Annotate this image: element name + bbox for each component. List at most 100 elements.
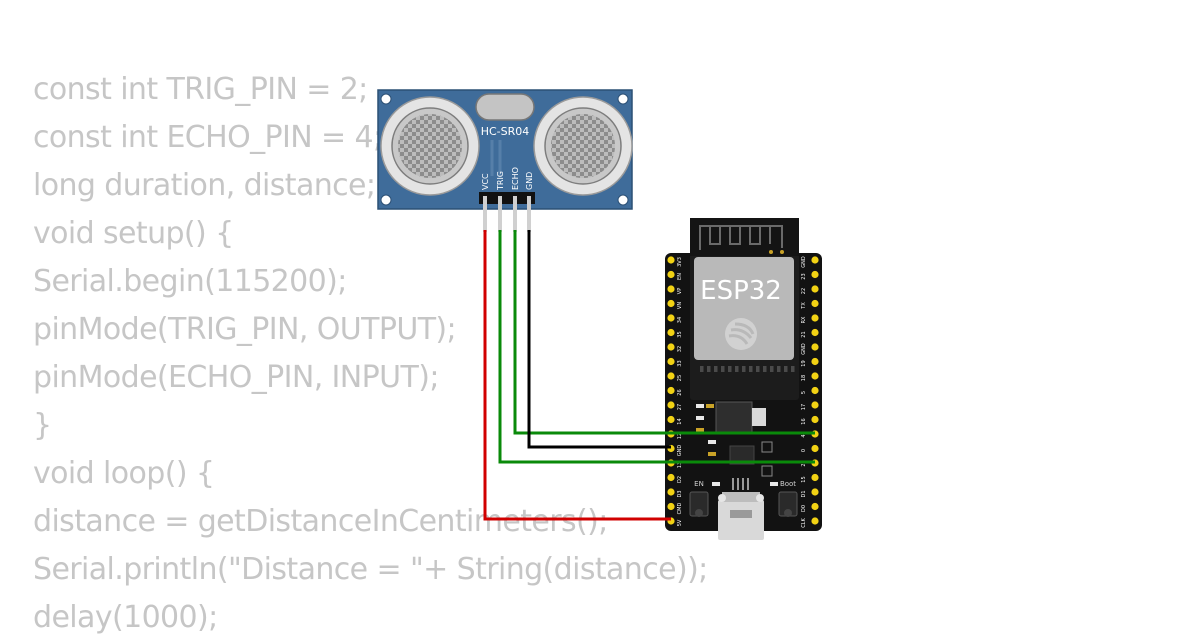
pin-right-15[interactable]	[811, 473, 819, 482]
pin-left-d3[interactable]	[667, 488, 675, 496]
pin-label: D1	[801, 490, 807, 497]
smd-component	[696, 428, 704, 432]
pin-right-d1[interactable]	[811, 488, 819, 496]
boot-button-cap[interactable]	[784, 509, 792, 517]
pin-right-clk[interactable]	[811, 517, 819, 525]
pin-right-18[interactable]	[811, 372, 819, 380]
pin-left-14[interactable]	[667, 415, 675, 424]
voltage-regulator	[715, 401, 753, 433]
pin-left-25[interactable]	[667, 372, 675, 380]
pin-label: 12	[677, 433, 683, 439]
pin-left-d2[interactable]	[667, 473, 675, 482]
smd-component	[761, 441, 773, 453]
pin-right-0[interactable]	[811, 444, 819, 453]
pin-right-rx[interactable]	[811, 314, 819, 322]
sensor-pin-label: ECHO	[511, 167, 520, 190]
sensor-trace	[490, 140, 502, 176]
sensor-pin-trig[interactable]	[498, 196, 502, 232]
pin-left-34[interactable]	[667, 314, 675, 322]
smd-component	[770, 482, 778, 486]
pin-left-3v3[interactable]	[667, 256, 675, 264]
pin-right-22[interactable]	[811, 285, 819, 293]
pin-label: D3	[677, 490, 683, 497]
sensor-pin-label: VCC	[481, 173, 490, 190]
pin-left-27[interactable]	[667, 401, 675, 409]
pin-left-35[interactable]	[667, 328, 675, 337]
wire-vcc-5v[interactable]	[483, 230, 671, 521]
pin-label: 5V	[677, 519, 683, 526]
code-line: const int ECHO_PIN = 4;	[33, 120, 383, 155]
pin-label: 33	[677, 360, 683, 366]
mount-hole	[380, 194, 392, 206]
transmitter-transducer	[380, 96, 480, 196]
pin-right-19[interactable]	[811, 357, 819, 366]
pin-right-17[interactable]	[811, 401, 819, 409]
regulator-tab	[752, 408, 766, 426]
pin-label: CLK	[801, 518, 807, 528]
wire-trig-2[interactable]	[498, 230, 815, 464]
pin-right-gnd[interactable]	[811, 256, 819, 264]
pin-right-tx[interactable]	[811, 299, 819, 308]
code-line: const int TRIG_PIN = 2;	[33, 72, 368, 107]
pin-left-vp[interactable]	[667, 285, 675, 293]
pin-right-gnd[interactable]	[811, 343, 819, 351]
pin-label: 34	[677, 317, 683, 323]
pin-right-21[interactable]	[811, 328, 819, 337]
pin-right-d0[interactable]	[811, 502, 819, 511]
esp32-board[interactable]: ESP32 EN Boot	[665, 218, 822, 540]
receiver-transducer	[533, 96, 633, 196]
rf-shield	[694, 257, 794, 360]
antenna-area	[690, 218, 799, 256]
code-line: long duration, distance;	[33, 168, 376, 203]
pin-label: RX	[801, 316, 807, 323]
pin-label: TX	[801, 302, 807, 310]
sensor-pin-label: TRIG	[496, 171, 505, 191]
antenna-dot	[780, 250, 784, 254]
pin-left-vn[interactable]	[667, 299, 675, 308]
sensor-pin-vcc[interactable]	[483, 196, 487, 232]
pin-left-32[interactable]	[667, 343, 675, 351]
wire-gnd-gnd[interactable]	[527, 230, 671, 449]
pin-left-cmd[interactable]	[667, 502, 675, 511]
pin-label: VP	[677, 288, 683, 294]
code-listing: const int TRIG_PIN = 2; const int ECHO_PI…	[33, 66, 708, 642]
pin-label: D0	[801, 505, 807, 512]
pin-label: 0	[801, 449, 807, 452]
code-line: void loop() {	[33, 456, 215, 491]
pin-label: 35	[677, 331, 683, 337]
pin-left-26[interactable]	[667, 386, 675, 395]
sensor-pin-gnd[interactable]	[527, 196, 531, 232]
pin-label: 3V3	[677, 257, 683, 267]
pin-label: GND	[677, 445, 683, 457]
pin-left-33[interactable]	[667, 357, 675, 366]
antenna-trace	[699, 225, 783, 250]
pin-label: 32	[677, 346, 683, 352]
pin-label: 19	[801, 360, 807, 366]
smd-component	[696, 404, 704, 408]
pin-label: 21	[801, 331, 807, 337]
pin-left-en[interactable]	[667, 270, 675, 279]
pin-label: 16	[801, 418, 807, 424]
pin-right-23[interactable]	[811, 270, 819, 279]
pin-right-5[interactable]	[811, 386, 819, 395]
code-line: }	[33, 408, 52, 443]
code-line: pinMode(ECHO_PIN, INPUT);	[33, 360, 439, 395]
pin-label: CMD	[677, 503, 683, 515]
pin-right-16[interactable]	[811, 415, 819, 424]
smd-component	[708, 440, 716, 444]
micro-usb-port[interactable]	[718, 492, 764, 540]
code-line: distance = getDistanceInCentimeters();	[33, 504, 608, 539]
en-button-cap[interactable]	[695, 509, 703, 517]
module-pads	[700, 366, 795, 372]
wire-echo-4[interactable]	[513, 230, 815, 435]
crystal-oscillator	[475, 93, 535, 121]
espressif-logo-icon	[725, 318, 757, 350]
pin-label: 23	[801, 273, 807, 279]
mount-hole	[617, 93, 629, 105]
sensor-pin-echo[interactable]	[513, 196, 517, 232]
pin-label: GND	[801, 343, 807, 355]
